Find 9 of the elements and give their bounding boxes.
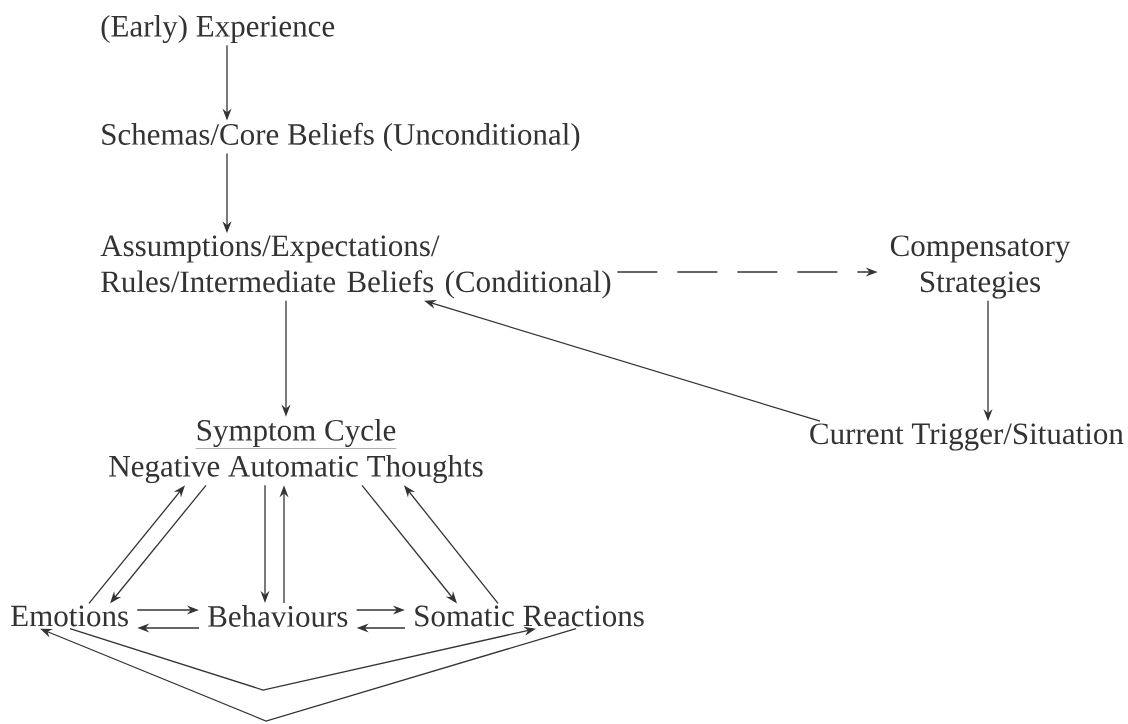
concept-label: Compensatory Strategies — [890, 235, 1071, 299]
concept-label: Schemas/Core Beliefs (Unconditional) — [102, 122, 580, 152]
concept-label: Somatic Reactions — [415, 605, 644, 627]
concept-label: Emotions — [11, 605, 128, 627]
concept-label: Assumptions/Expectations/ Rules/Intermediate Beliefs (Conditional) — [100, 235, 611, 299]
concept-label: Behaviours — [208, 605, 348, 627]
concept-label: (Early) Experience — [101, 14, 335, 44]
concept-label: Current Trigger/Situation — [810, 423, 1124, 451]
symptom-cycle-label: Symptom Cycle Negative Automatic Thoughts — [109, 418, 483, 484]
